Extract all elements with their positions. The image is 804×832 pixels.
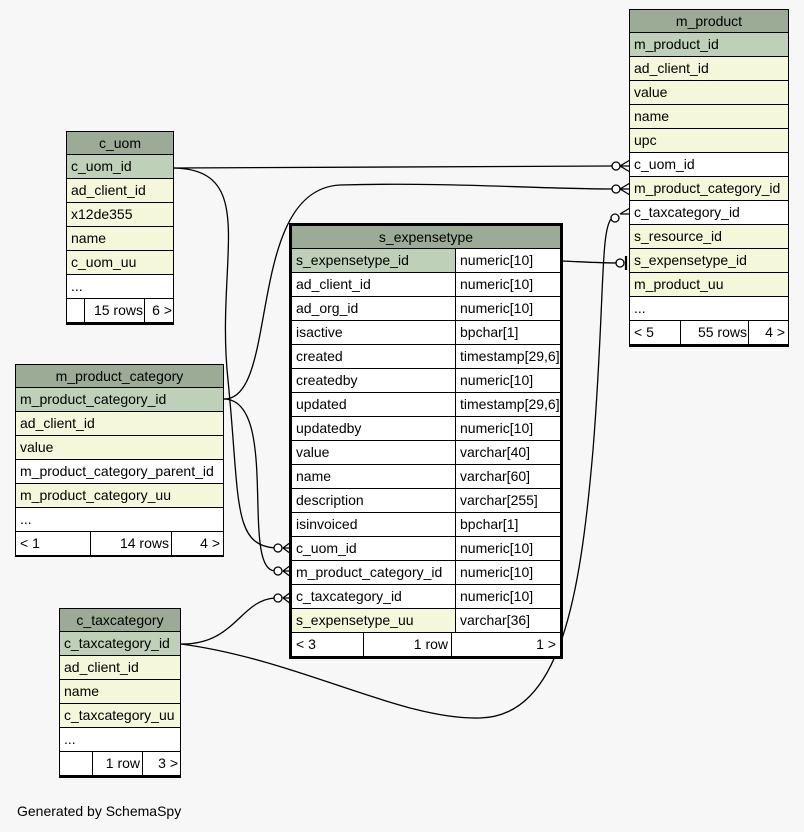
- column-row: value: [16, 436, 223, 459]
- table-header[interactable]: m_product: [630, 10, 788, 32]
- row-count: 55 rows: [680, 321, 747, 344]
- column-row: ad_client_id: [60, 656, 180, 679]
- row-count: 14 rows: [90, 532, 169, 555]
- row-count: 15 rows: [84, 299, 143, 322]
- edge-product-category-to-s-expensetype: [223, 398, 276, 572]
- table-header[interactable]: c_uom: [67, 132, 173, 154]
- column-row: x12de355: [67, 203, 173, 226]
- column-row: c_taxcategory_id: [630, 201, 788, 224]
- edge-product-category-to-m-product: [223, 183, 613, 400]
- optional-circle: [615, 258, 625, 268]
- column-row: m_product_category_parent_id: [16, 460, 223, 483]
- column-row: m_product_category_uu: [16, 484, 223, 507]
- column-row: c_taxcategory_uu: [60, 704, 180, 727]
- crowfoot-s-expensetype-c-uom: [282, 541, 292, 555]
- table-header[interactable]: m_product_category: [16, 365, 223, 387]
- optional-circle: [273, 543, 283, 553]
- row-count: 1 row: [92, 752, 140, 775]
- crowfoot-m-product-category: [619, 182, 631, 196]
- children-count[interactable]: 4 >: [171, 532, 220, 555]
- column-row: m_product_category_id: [630, 177, 788, 200]
- optional-circle: [610, 213, 620, 223]
- children-count[interactable]: 4 >: [748, 321, 785, 344]
- crowfoot-s-expensetype-category: [282, 564, 292, 578]
- table-footer: < 5 55 rows 4 >: [630, 321, 788, 344]
- column-row: m_product_uu: [630, 273, 788, 296]
- children-count[interactable]: 3 >: [142, 752, 178, 775]
- table-m-product[interactable]: m_product m_product_id ad_client_id valu…: [629, 9, 789, 347]
- optional-circle: [611, 184, 621, 194]
- optional-circle: [611, 161, 621, 171]
- column-row: value: [630, 81, 788, 104]
- edge-s-expensetype-to-m-product: [561, 260, 621, 264]
- parents-count[interactable]: < 3: [296, 636, 316, 652]
- column-row: upc: [630, 129, 788, 152]
- column-row: c_uom_uu: [67, 251, 173, 274]
- optional-circle: [273, 566, 283, 576]
- parents-count[interactable]: [60, 752, 91, 775]
- crowfoot-m-product-taxcategory: [619, 207, 631, 215]
- column-row: ad_client_id: [630, 57, 788, 80]
- table-footer: 15 rows 6 >: [67, 299, 173, 322]
- column-row: ...: [67, 275, 173, 298]
- edge-c-uom-to-m-product: [173, 165, 613, 169]
- crowfoot-m-product-c-uom: [619, 159, 631, 173]
- generated-by-note: Generated by SchemaSpy: [17, 803, 182, 819]
- parents-count[interactable]: < 1: [20, 535, 40, 551]
- table-header[interactable]: c_taxcategory: [60, 609, 180, 631]
- parents-count[interactable]: [67, 299, 83, 322]
- children-count[interactable]: 6 >: [144, 299, 172, 322]
- children-count[interactable]: 1 >: [451, 633, 556, 656]
- table-footer: < 3 1 row 1 >: [292, 633, 560, 656]
- column-row: s_expensetype_id: [630, 249, 788, 272]
- column-row: ...: [630, 297, 788, 320]
- optional-circle: [273, 593, 283, 603]
- column-row: ad_client_id: [16, 412, 223, 435]
- table-footer: 1 row 3 >: [60, 752, 180, 775]
- table-c-taxcategory[interactable]: c_taxcategory c_taxcategory_id ad_client…: [59, 608, 181, 778]
- column-row: c_uom_id: [630, 153, 788, 176]
- crowfoot-s-expensetype-taxcategory: [282, 591, 292, 605]
- column-row: m_product_id: [630, 33, 788, 56]
- column-row: m_product_category_id: [16, 388, 223, 411]
- column-row: name: [630, 105, 788, 128]
- table-footer: < 1 14 rows 4 >: [16, 532, 223, 555]
- column-row: ad_client_id: [67, 179, 173, 202]
- column-row: name: [67, 227, 173, 250]
- edge-taxcategory-to-s-expensetype: [180, 597, 276, 645]
- table-header[interactable]: s_expensetype: [292, 226, 560, 248]
- column-row: ...: [60, 728, 180, 751]
- column-row: c_uom_id: [67, 155, 173, 178]
- table-m-product-category[interactable]: m_product_category m_product_category_id…: [15, 364, 224, 557]
- table-c-uom[interactable]: c_uom c_uom_id ad_client_id x12de355 nam…: [66, 131, 174, 325]
- edge-c-uom-to-s-expensetype: [173, 167, 276, 549]
- column-row: name: [60, 680, 180, 703]
- row-count: 1 row: [363, 633, 448, 656]
- parents-count[interactable]: < 5: [634, 324, 654, 340]
- column-row: ...: [16, 508, 223, 531]
- column-row: c_taxcategory_id: [60, 632, 180, 655]
- column-row: s_resource_id: [630, 225, 788, 248]
